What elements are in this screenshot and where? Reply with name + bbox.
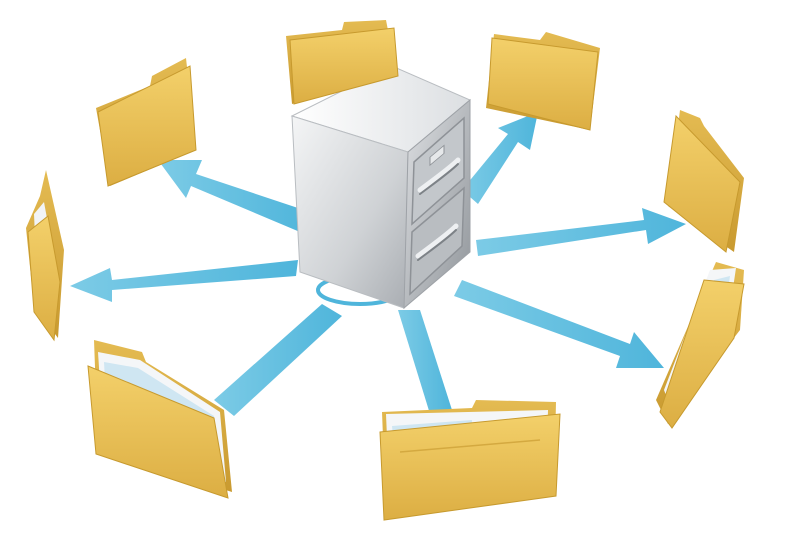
folder-upper-left — [96, 58, 197, 187]
folder-lower-right — [656, 262, 745, 429]
arrow-down-left — [214, 304, 342, 416]
arrow-down — [398, 310, 452, 414]
arrow-right — [476, 208, 686, 256]
drawer-label-top — [429, 144, 445, 167]
folder-bottom-center — [379, 400, 561, 521]
folder-top-right — [486, 32, 600, 131]
drawer-handle-bottom — [415, 223, 459, 259]
arrow-up-left — [158, 160, 310, 232]
arrow-left — [70, 260, 298, 302]
drawer-handle-top-shadow — [419, 163, 459, 195]
arrow-down-right — [454, 280, 664, 368]
drawer-handle-top — [417, 157, 461, 193]
arrows — [70, 112, 686, 416]
arrow-up-right — [462, 112, 538, 204]
folder-top-center — [286, 20, 399, 105]
folder-left — [26, 170, 64, 342]
folder-lower-left — [87, 340, 232, 499]
cabinet-drawer-top — [411, 116, 465, 226]
drawer-handle-bottom-shadow — [417, 229, 457, 261]
folders — [26, 20, 745, 521]
folder-right — [663, 110, 744, 253]
filing-cabinet — [290, 65, 471, 310]
